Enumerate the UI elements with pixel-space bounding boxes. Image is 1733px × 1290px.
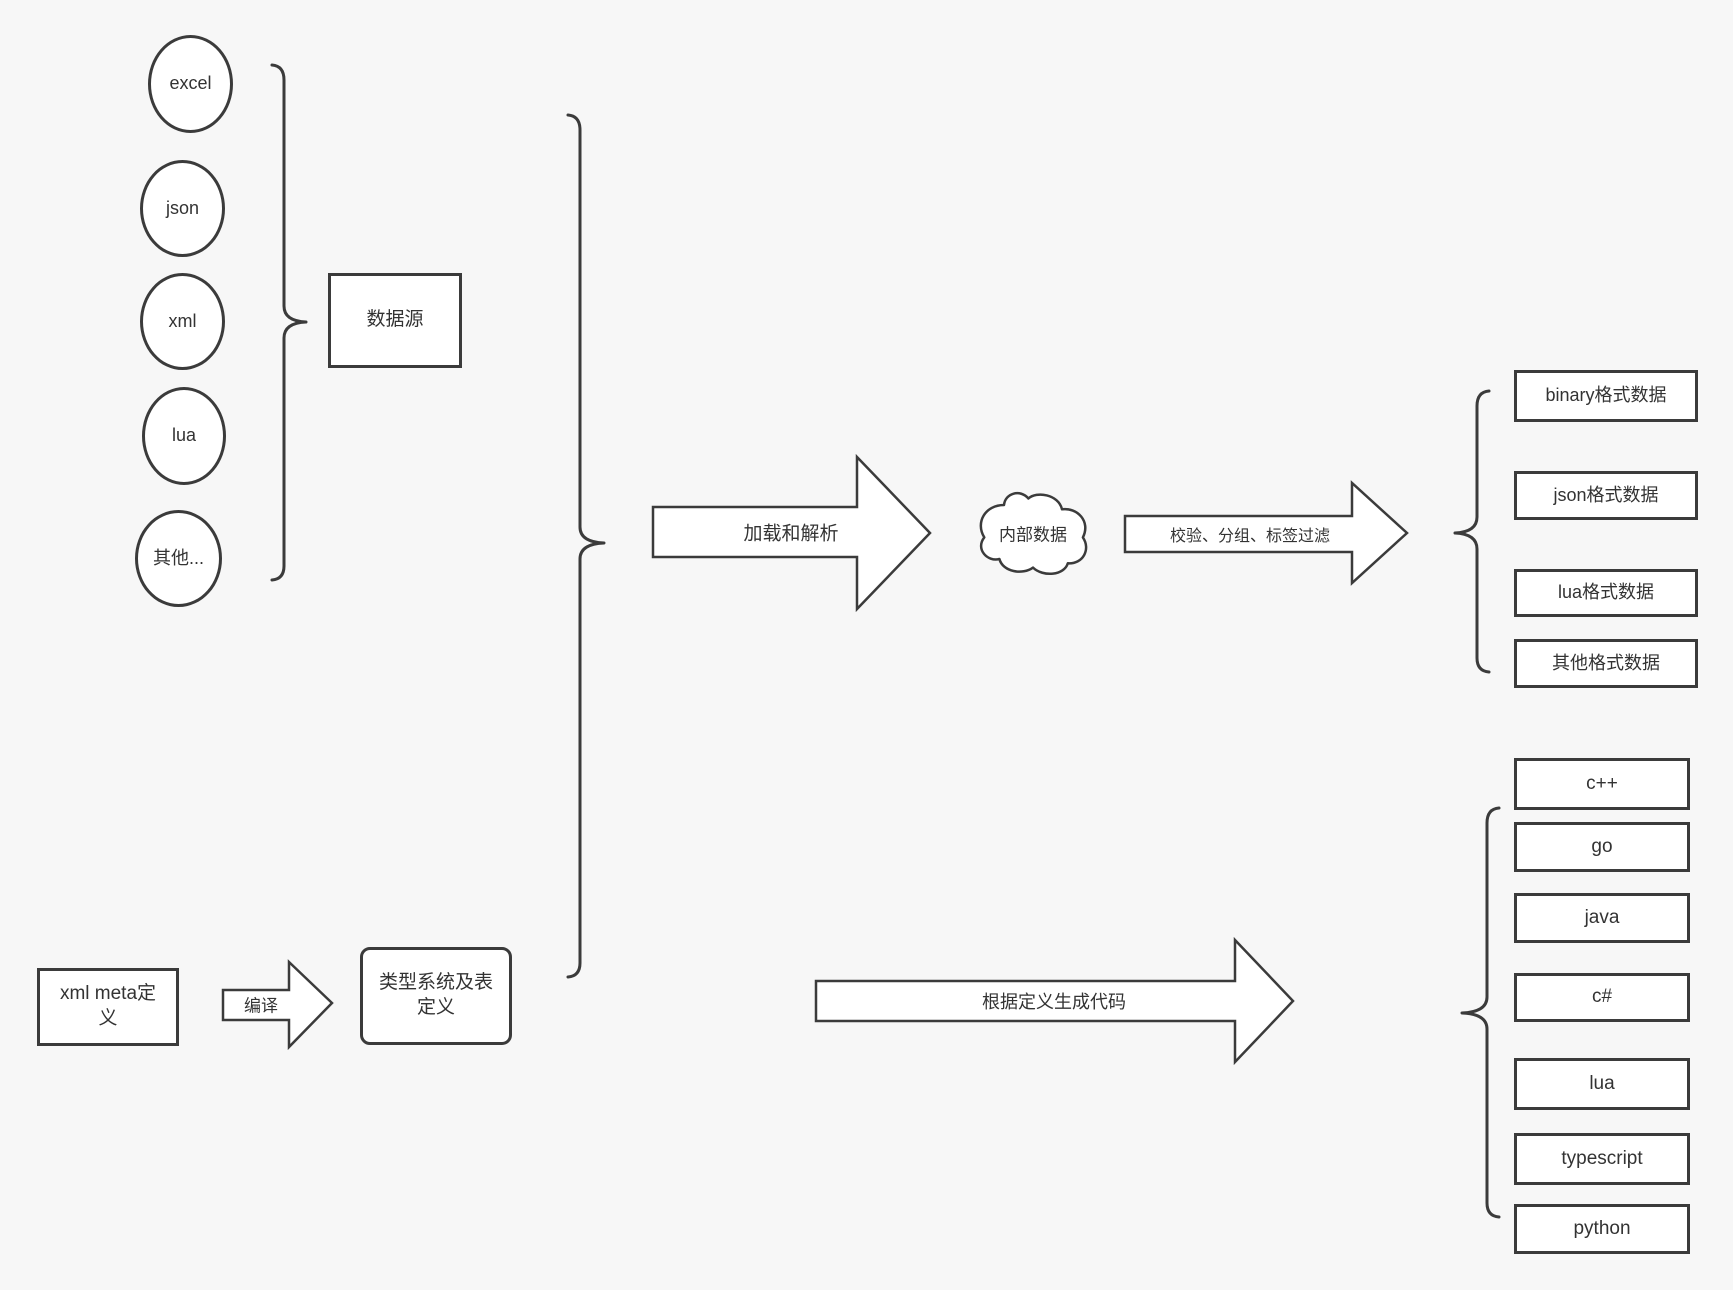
sources-brace — [270, 63, 308, 582]
inputs-brace — [566, 113, 606, 979]
source-node-xml: xml — [140, 273, 225, 370]
format-box-binary: binary格式数据 — [1514, 370, 1698, 422]
format-box-other: 其他格式数据 — [1514, 639, 1698, 688]
compile-arrow-label: 编译 — [244, 996, 278, 1016]
lang-box-go: go — [1514, 822, 1690, 872]
xml-meta-box: xml meta定义 — [37, 968, 179, 1046]
formats-brace — [1453, 389, 1491, 674]
load-parse-arrow — [651, 453, 932, 613]
codegen-arrow — [814, 936, 1295, 1066]
format-box-json: json格式数据 — [1514, 471, 1698, 520]
source-node-excel: excel — [148, 35, 233, 133]
source-node-other: 其他... — [135, 510, 222, 607]
type-system-box: 类型系统及表定义 — [360, 947, 512, 1045]
source-node-json: json — [140, 160, 225, 257]
compile-arrow — [221, 959, 334, 1051]
languages-brace — [1460, 806, 1501, 1219]
internal-data-cloud — [979, 491, 1088, 575]
lang-box-cpp: c++ — [1514, 758, 1690, 810]
lang-box-csharp: c# — [1514, 973, 1690, 1022]
source-node-lua: lua — [142, 387, 226, 485]
lang-box-python: python — [1514, 1204, 1690, 1254]
filter-arrow-label: 校验、分组、标签过滤 — [1169, 528, 1331, 545]
lang-box-java: java — [1514, 893, 1690, 943]
codegen-arrow-label: 根据定义生成代码 — [982, 992, 1126, 1012]
filter-arrow — [1123, 480, 1409, 586]
data-source-box: 数据源 — [328, 273, 462, 368]
internal-data-label: 内部数据 — [999, 525, 1067, 545]
format-box-lua: lua格式数据 — [1514, 569, 1698, 617]
lang-box-typescript: typescript — [1514, 1133, 1690, 1185]
load-parse-arrow-label: 加载和解析 — [743, 523, 839, 545]
lang-box-lua: lua — [1514, 1058, 1690, 1110]
